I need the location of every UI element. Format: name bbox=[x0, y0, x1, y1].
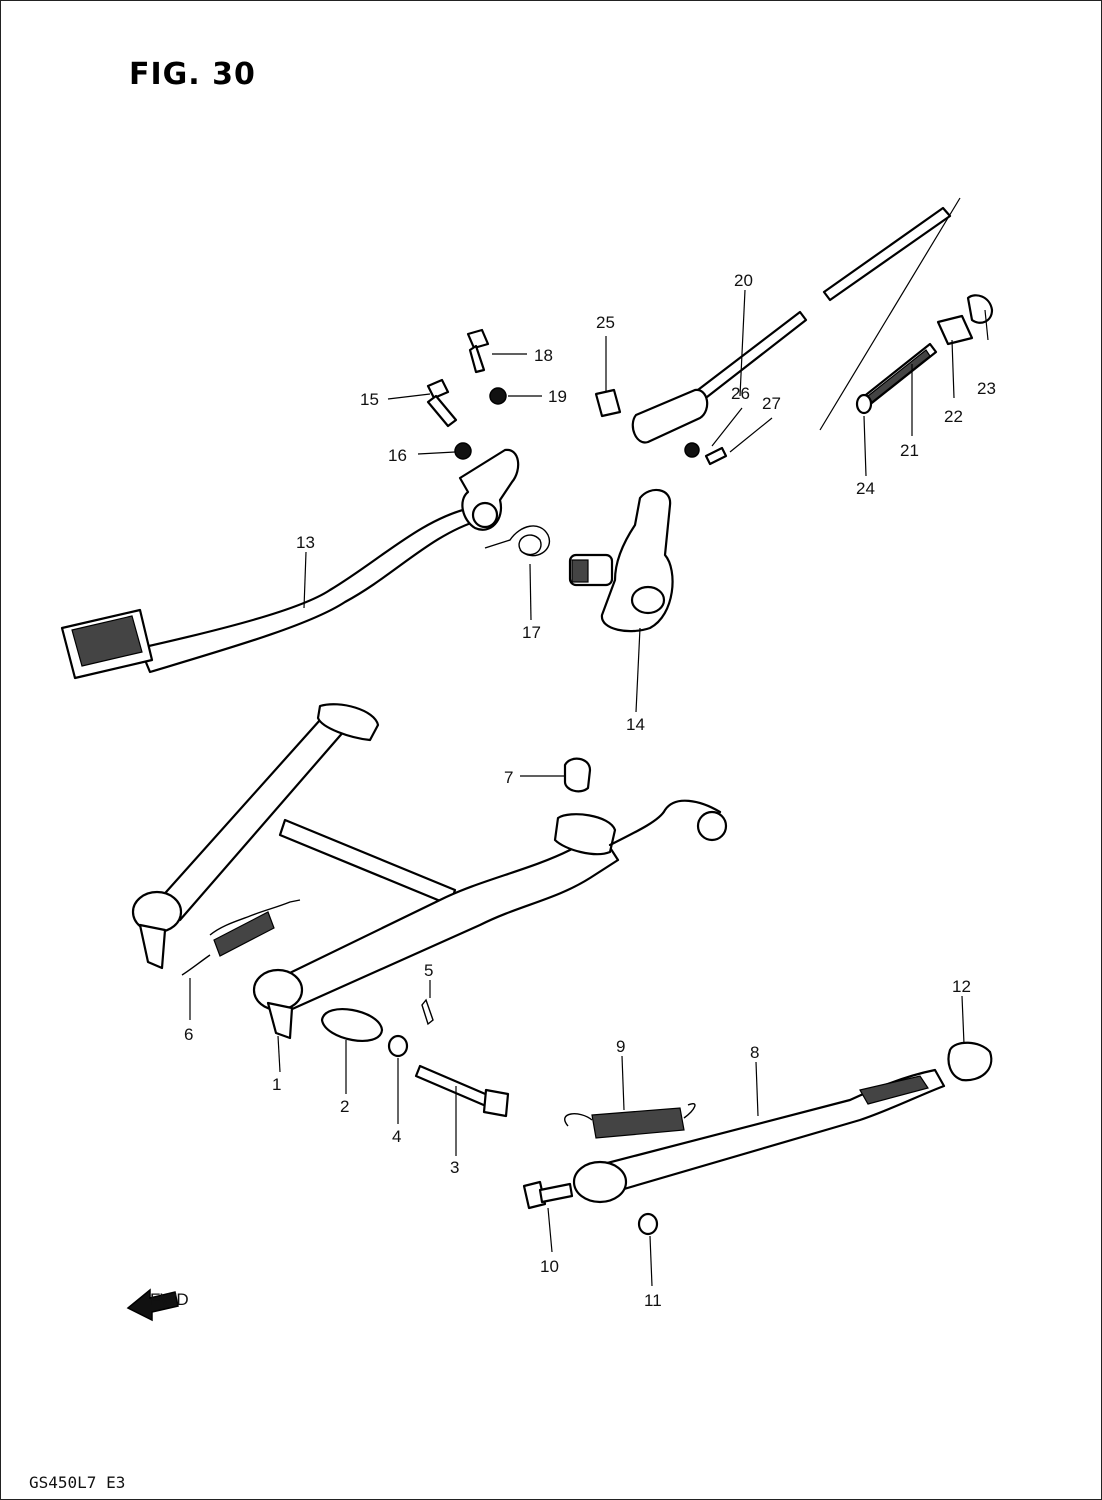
callout-6: 6 bbox=[184, 1025, 193, 1044]
center-stand-frame bbox=[131, 703, 728, 1040]
figure-title: FIG. 30 bbox=[129, 57, 256, 92]
footer-code: GS450L7 E3 bbox=[29, 1473, 126, 1492]
callout-4: 4 bbox=[392, 1127, 401, 1146]
callout-19: 19 bbox=[548, 387, 567, 406]
brake-rod-assembly bbox=[594, 310, 808, 466]
callout-15: 15 bbox=[360, 390, 379, 409]
callout-27: 27 bbox=[762, 394, 781, 413]
callout-3: 3 bbox=[450, 1158, 459, 1177]
front-arrow-icon bbox=[126, 1288, 179, 1322]
callout-26: 26 bbox=[731, 384, 750, 403]
callout-5: 5 bbox=[424, 961, 433, 980]
brake-adjuster-parts bbox=[819, 197, 994, 431]
pedal-bolts-and-nuts bbox=[426, 328, 507, 460]
callout-25: 25 bbox=[596, 313, 615, 332]
callout-21: 21 bbox=[900, 441, 919, 460]
callout-20: 20 bbox=[734, 271, 753, 290]
brake-cam-arm bbox=[568, 488, 674, 633]
callout-23: 23 bbox=[977, 379, 996, 398]
part-callouts: 1 2 3 4 5 6 7 8 9 10 11 12 13 14 15 16 1… bbox=[150, 271, 996, 1310]
center-stand-hardware bbox=[181, 757, 592, 1118]
callout-7: 7 bbox=[504, 768, 513, 787]
callout-8: 8 bbox=[750, 1043, 759, 1062]
callout-2: 2 bbox=[340, 1097, 349, 1116]
callout-18: 18 bbox=[534, 346, 553, 365]
callout-10: 10 bbox=[540, 1257, 559, 1276]
callout-16: 16 bbox=[388, 446, 407, 465]
callout-24: 24 bbox=[856, 479, 875, 498]
callout-22: 22 bbox=[944, 407, 963, 426]
pedal-return-spring bbox=[484, 525, 551, 557]
callout-1: 1 bbox=[272, 1075, 281, 1094]
callout-13: 13 bbox=[296, 533, 315, 552]
callout-12: 12 bbox=[952, 977, 971, 996]
callout-9: 9 bbox=[616, 1037, 625, 1056]
leader-lines bbox=[189, 289, 989, 1287]
brake-pedal-lever bbox=[60, 448, 520, 680]
side-stand-assembly bbox=[522, 1041, 993, 1236]
front-arrow-label: FWD bbox=[150, 1290, 189, 1309]
callout-17: 17 bbox=[522, 623, 541, 642]
callout-11: 11 bbox=[644, 1291, 662, 1310]
callout-14: 14 bbox=[626, 715, 645, 734]
